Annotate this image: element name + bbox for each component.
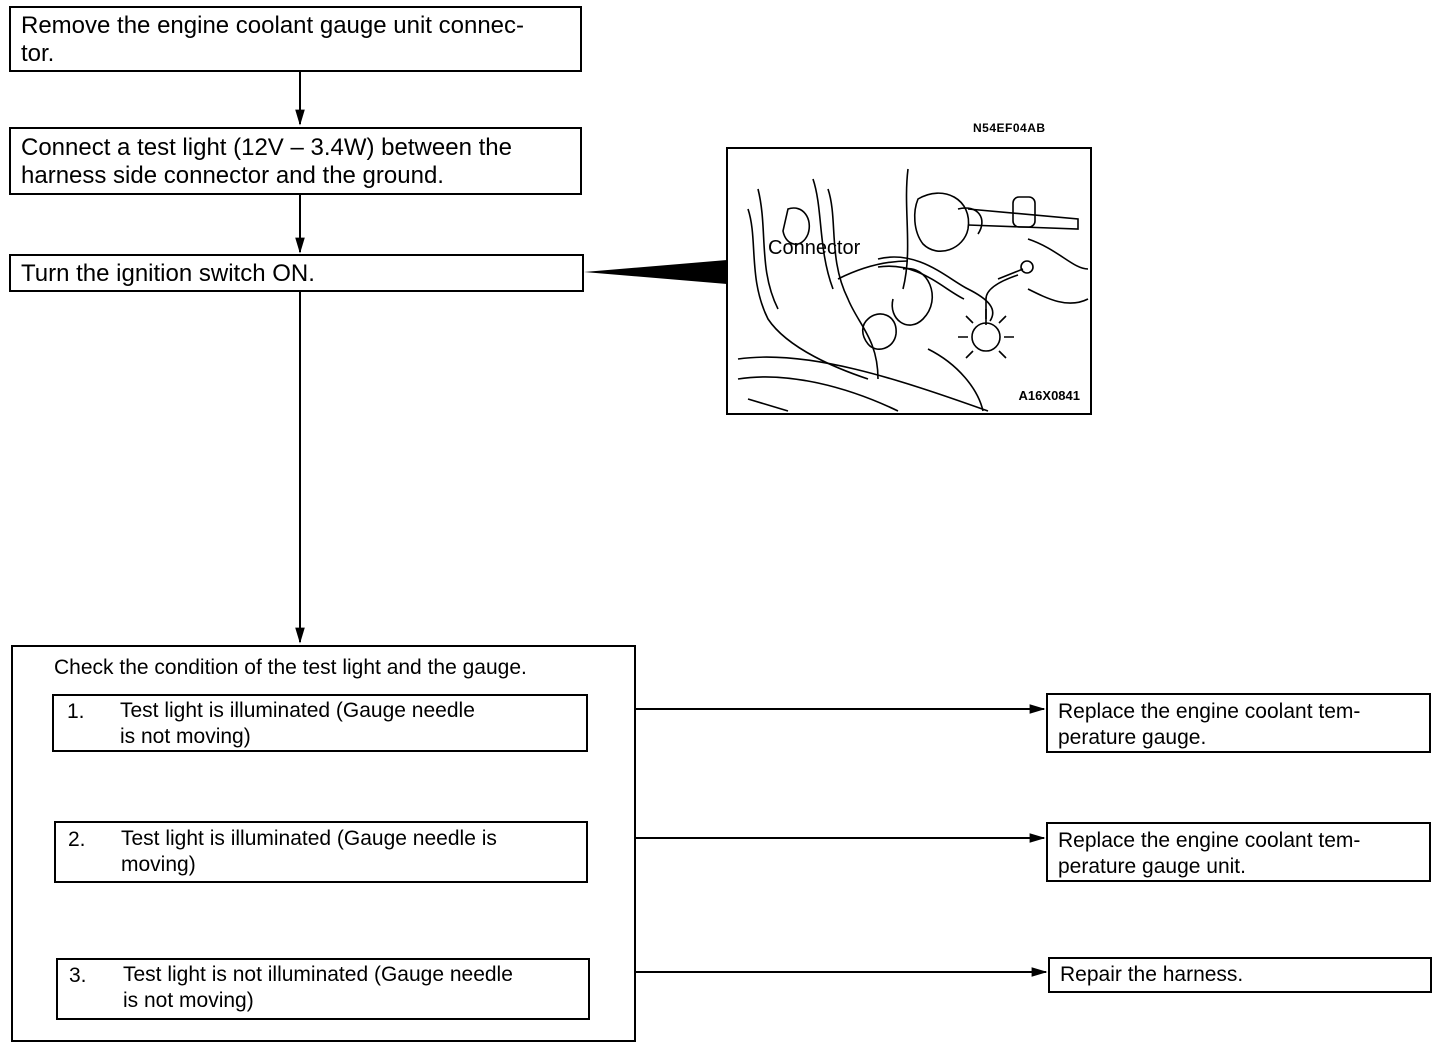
option-1-box: 1. Test light is illuminated (Gauge need… (52, 694, 588, 752)
engine-bay-drawing (737, 168, 1089, 412)
result-2-box: Replace the engine coolant tem- perature… (1046, 822, 1431, 882)
result-1-text: Replace the engine coolant tem- perature… (1058, 700, 1361, 749)
pointer-to-figure (584, 260, 727, 284)
result-2-text: Replace the engine coolant tem- perature… (1058, 829, 1361, 878)
step-remove-connector-text: Remove the engine coolant gauge unit con… (21, 12, 525, 67)
option-1-number: 1. (67, 700, 85, 723)
step-connect-test-light-box: Connect a test light (12V – 3.4W) betwee… (9, 127, 582, 195)
step-ignition-on-text: Turn the ignition switch ON. (21, 260, 315, 287)
option-2-box: 2. Test light is illuminated (Gauge need… (54, 821, 588, 883)
figure-id: A16X0841 (1018, 388, 1080, 403)
option-3-text: Test light is not illuminated (Gauge nee… (123, 963, 513, 1012)
result-1-box: Replace the engine coolant tem- perature… (1046, 693, 1431, 753)
result-3-box: Repair the harness. (1048, 957, 1432, 993)
step-remove-connector-box: Remove the engine coolant gauge unit con… (9, 6, 582, 72)
option-3-box: 3. Test light is not illuminated (Gauge … (56, 958, 590, 1020)
result-3-text: Repair the harness. (1060, 963, 1244, 986)
check-condition-title: Check the condition of the test light an… (54, 656, 527, 679)
option-1-text: Test light is illuminated (Gauge needle … (120, 699, 475, 748)
connector-callout-label: Connector (768, 237, 861, 259)
option-2-number: 2. (68, 828, 86, 851)
option-3-number: 3. (69, 964, 87, 987)
step-ignition-on-box: Turn the ignition switch ON. (9, 254, 584, 292)
connector-illustration: Connector A16X0841 (726, 147, 1092, 415)
figure-code: N54EF04AB (973, 121, 1046, 135)
step-connect-test-light-text: Connect a test light (12V – 3.4W) betwee… (21, 134, 512, 189)
option-2-text: Test light is illuminated (Gauge needle … (121, 827, 497, 876)
